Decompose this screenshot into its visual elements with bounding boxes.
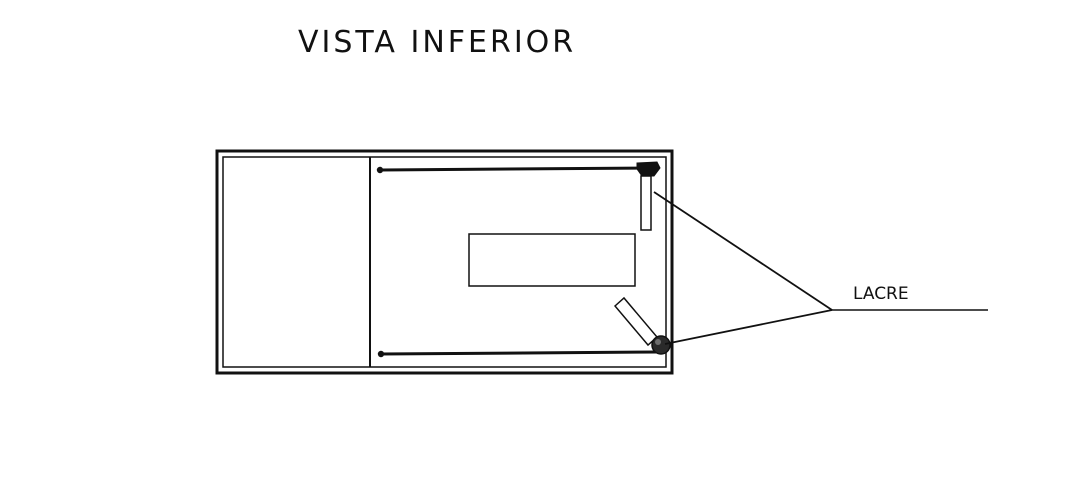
top-seal-blob: [636, 161, 661, 177]
center-plate: [468, 233, 636, 287]
enclosure-outer-border: [215, 149, 674, 375]
callout-label-lacre: LACRE: [853, 284, 909, 304]
bottom-seal-wire: [380, 350, 659, 356]
bottom-seal-blob: [651, 335, 671, 355]
callout-leader-bottom: [664, 309, 833, 345]
callout-leader-top: [653, 191, 833, 311]
bottom-wire-end-dot: [377, 350, 385, 358]
bottom-seal-tab: [613, 296, 659, 347]
bottom-seal-blob-highlight: [655, 339, 661, 345]
enclosure-inner-border: [222, 156, 667, 368]
top-seal-tab: [640, 175, 652, 231]
top-wire-end-dot: [376, 166, 384, 174]
diagram-title: VISTA INFERIOR: [298, 25, 576, 60]
top-seal-wire: [379, 166, 647, 172]
